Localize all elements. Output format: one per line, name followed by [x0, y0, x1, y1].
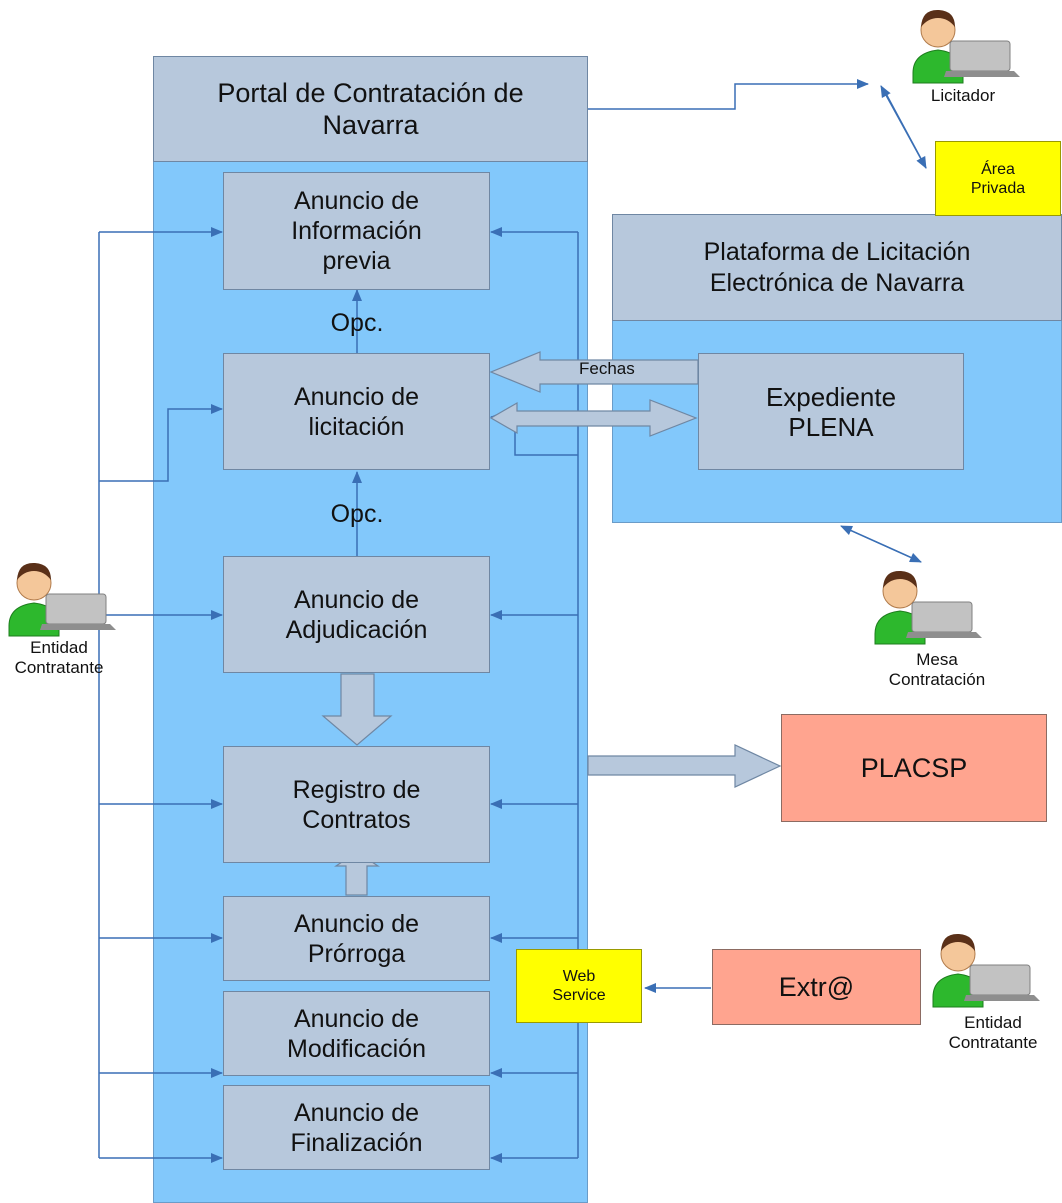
placsp-box: PLACSP — [781, 714, 1047, 822]
anuncio-informacion-previa-box: Anuncio de Información previa — [223, 172, 490, 290]
extra-box: Extr@ — [712, 949, 921, 1025]
licitador-label: Licitador — [930, 86, 996, 105]
web-service-box: Web Service — [516, 949, 642, 1023]
plena-header: Plataforma de Licitación Electrónica de … — [612, 214, 1062, 321]
anuncio-prorroga-box: Anuncio de Prórroga — [223, 896, 490, 981]
opc-label-1: Opc. — [330, 309, 384, 337]
mesa-user-icon — [874, 570, 982, 645]
portal-title: Portal de Contratación de Navarra — [217, 78, 524, 140]
opc-label-2: Opc. — [330, 500, 384, 528]
entidad-right-user-icon — [932, 933, 1040, 1008]
portal-header: Portal de Contratación de Navarra — [153, 56, 588, 162]
registro-contratos-box: Registro de Contratos — [223, 746, 490, 863]
expediente-plena-box: Expediente PLENA — [698, 353, 964, 470]
entidad-right-label: Entidad Contratante — [948, 1013, 1038, 1052]
entidad-left-user-icon — [8, 562, 116, 637]
plena-title: Plataforma de Licitación Electrónica de … — [703, 237, 971, 297]
anuncio-modificacion-box: Anuncio de Modificación — [223, 991, 490, 1076]
mesa-label: Mesa Contratación — [888, 650, 986, 689]
entidad-left-label: Entidad Contratante — [14, 638, 104, 677]
fechas-label: Fechas — [579, 359, 635, 378]
anuncio-finalizacion-box: Anuncio de Finalización — [223, 1085, 490, 1170]
licitador-user-icon — [912, 9, 1020, 84]
anuncio-licitacion-box: Anuncio de licitación — [223, 353, 490, 470]
area-privada-box: Área Privada — [935, 141, 1061, 216]
anuncio-adjudicacion-box: Anuncio de Adjudicación — [223, 556, 490, 673]
